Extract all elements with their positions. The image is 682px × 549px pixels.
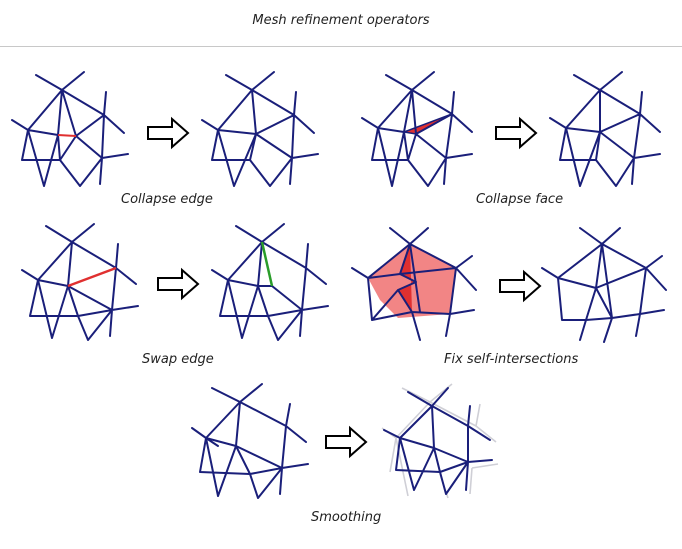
- smoothing-after-mesh: [381, 383, 499, 499]
- fix-self-intersections-before-mesh: [351, 227, 477, 341]
- collapse-face-before-mesh: [361, 71, 473, 187]
- fix-self-intersections-after-mesh: [541, 227, 667, 343]
- collapse-face-after-mesh: [549, 71, 661, 187]
- collapse-face-caption: Collapse face: [476, 192, 564, 207]
- folded-triangles-highlight: [398, 244, 416, 312]
- swap-edge-new-edge: [260, 241, 274, 287]
- swap-edge-before-mesh: [21, 223, 139, 341]
- title-divider: [0, 46, 682, 47]
- swap-edge-old-edge: [67, 266, 117, 288]
- swap-edge-caption: Swap edge: [142, 352, 214, 367]
- smoothing-caption: Smoothing: [311, 510, 382, 525]
- collapse-face-arrow: [495, 116, 538, 150]
- swap-edge-after-mesh: [211, 223, 329, 341]
- swap-edge-arrow: [157, 267, 200, 301]
- fix-self-intersections-caption: Fix self-intersections: [444, 352, 579, 367]
- smoothing-before-mesh: [191, 383, 309, 499]
- collapse-edge-before-mesh: [11, 71, 129, 187]
- smoothing-arrow: [325, 425, 368, 459]
- collapse-edge-caption: Collapse edge: [121, 192, 213, 207]
- collapse-edge-arrow: [147, 116, 190, 150]
- fix-self-intersections-arrow: [499, 269, 542, 303]
- collapse-edge-after-mesh: [201, 71, 319, 187]
- figure-title: Mesh refinement operators: [252, 13, 430, 28]
